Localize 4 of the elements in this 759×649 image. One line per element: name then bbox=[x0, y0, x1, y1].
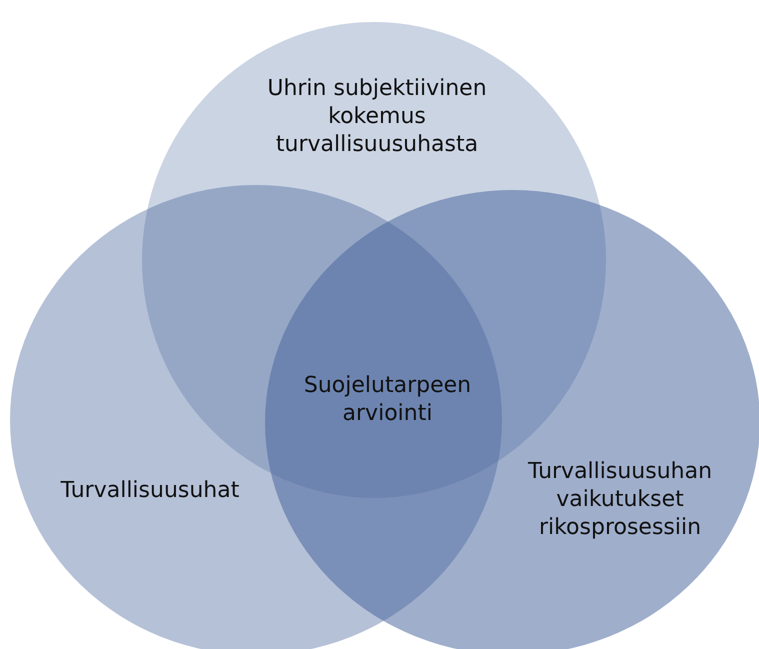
circle-label: Turvallisuusuhat bbox=[60, 477, 240, 505]
intersection-label: Suojelutarpeen arviointi bbox=[302, 372, 472, 428]
circle-label: Turvallisuusuhan vaikutukset rikosprosessiin bbox=[526, 458, 714, 542]
circle-label: Uhrin subjektiivinen kokemus turvallisuusuhasta bbox=[266, 75, 488, 159]
